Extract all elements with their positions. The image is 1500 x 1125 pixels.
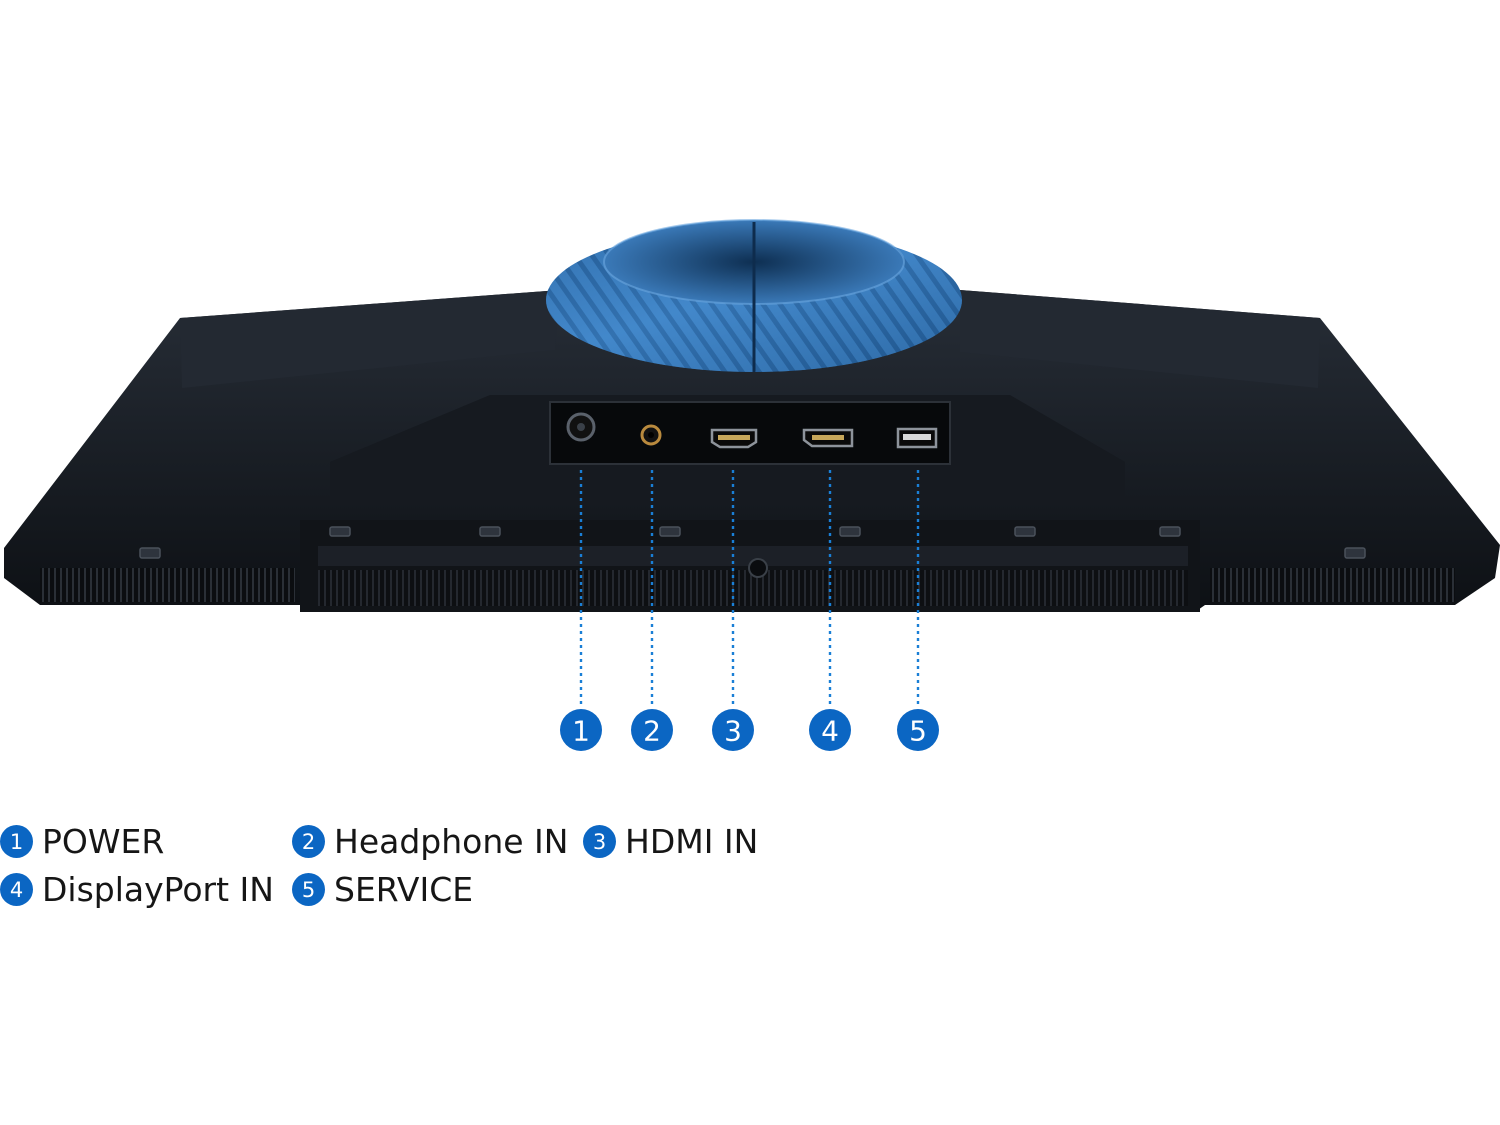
callout-number: 3 bbox=[724, 715, 742, 748]
callout-4: 4 bbox=[809, 709, 851, 751]
legend-number-badge: 2 bbox=[292, 825, 325, 858]
callout-5: 5 bbox=[897, 709, 939, 751]
legend-item-service: 5 SERVICE bbox=[292, 870, 473, 909]
stand-ring bbox=[546, 219, 962, 372]
power-port-icon bbox=[566, 412, 596, 442]
legend-number-badge: 5 bbox=[292, 873, 325, 906]
displayport-port-icon bbox=[802, 428, 854, 448]
right-vent bbox=[1210, 568, 1455, 602]
hdmi-port-icon bbox=[710, 428, 758, 449]
left-vent bbox=[40, 568, 295, 602]
callout-number: 2 bbox=[643, 715, 661, 748]
legend-number-badge: 1 bbox=[0, 825, 33, 858]
kensington-slot bbox=[748, 558, 768, 578]
callout-number: 1 bbox=[572, 715, 590, 748]
callout-number: 4 bbox=[821, 715, 839, 748]
legend-item-hdmi: 3 HDMI IN bbox=[583, 822, 758, 861]
usb-service-port-icon bbox=[896, 427, 938, 449]
legend-label: Headphone IN bbox=[334, 822, 569, 861]
legend-item-displayport: 4 DisplayPort IN bbox=[0, 870, 274, 909]
callout-number: 5 bbox=[909, 715, 927, 748]
legend-number-badge: 3 bbox=[583, 825, 616, 858]
legend-label: POWER bbox=[42, 822, 165, 861]
legend-label: HDMI IN bbox=[625, 822, 759, 861]
legend-label: SERVICE bbox=[334, 870, 474, 909]
legend-number-badge: 4 bbox=[0, 873, 33, 906]
legend-label: DisplayPort IN bbox=[42, 870, 274, 909]
callout-3: 3 bbox=[712, 709, 754, 751]
legend-item-headphone: 2 Headphone IN bbox=[292, 822, 568, 861]
headphone-port-icon bbox=[640, 424, 662, 446]
callout-1: 1 bbox=[560, 709, 602, 751]
legend-item-power: 1 POWER bbox=[0, 822, 164, 861]
callout-2: 2 bbox=[631, 709, 673, 751]
